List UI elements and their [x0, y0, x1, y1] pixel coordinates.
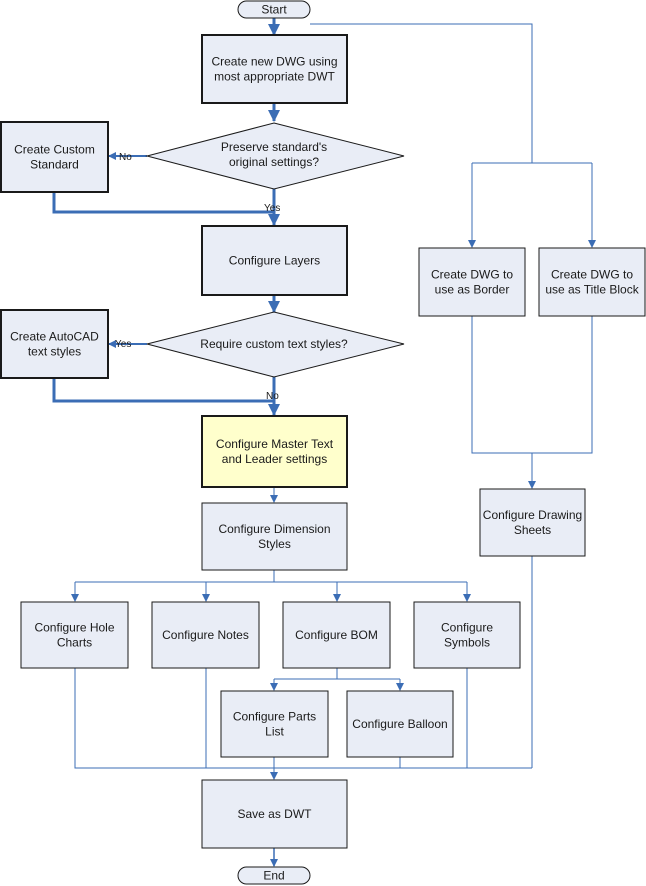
- box-configure-symbols-label-line1: Configure: [441, 621, 493, 635]
- box-create-dwg-border-label-line1: Create DWG to: [431, 268, 513, 282]
- box-create-dwg-title-block-label-line2: use as Title Block: [545, 283, 639, 297]
- connector-autocad-to-master: [52, 378, 274, 403]
- box-configure-parts-list-label-line2: List: [265, 725, 284, 739]
- box-create-dwg-title-block-shape: [538, 247, 646, 317]
- terminal-start-label: Start: [261, 3, 287, 17]
- box-configure-balloon: Configure Balloon: [346, 690, 454, 758]
- box-configure-drawing-sheets-shape: [479, 488, 586, 557]
- box-create-dwg-label-line2: most appropriate DWT: [214, 70, 335, 84]
- box-save-as-dwt-shape: [201, 779, 348, 849]
- box-configure-drawing-sheets-label-line2: Sheets: [514, 523, 551, 537]
- box-configure-layers-shape: [201, 225, 348, 296]
- box-configure-balloon-label-line1: Configure Balloon: [352, 717, 447, 731]
- box-configure-parts-list-shape: [220, 690, 329, 758]
- terminal-end-label: End: [263, 869, 284, 883]
- box-configure-hole-charts-shape: [20, 601, 129, 669]
- decision-preserve: Preserve standard's original settings?: [145, 122, 405, 190]
- box-save-as-dwt-label-line1: Save as DWT: [237, 807, 312, 821]
- box-configure-balloon-shape: [346, 690, 454, 758]
- connector-border-down: [471, 316, 593, 454]
- terminal-start: Start: [237, 0, 311, 19]
- box-configure-notes-shape: [151, 601, 260, 669]
- box-configure-master-text-label-line2: and Leader settings: [222, 452, 327, 466]
- box-create-dwg-shape: [201, 34, 348, 104]
- decision-preserve-line1: Preserve standard's: [221, 140, 327, 154]
- connector-bom-branch: [274, 668, 400, 680]
- label-yes-preserve: Yes: [264, 203, 280, 214]
- box-save-as-dwt: Save as DWT: [201, 779, 348, 849]
- connectors: [52, 18, 596, 867]
- box-create-dwg-border-label-line2: use as Border: [435, 283, 510, 297]
- box-configure-bom-label-line1: Configure BOM: [295, 628, 378, 642]
- box-configure-hole-charts-label-line2: Charts: [57, 636, 92, 650]
- label-yes-custom-text: Yes: [115, 339, 131, 350]
- box-configure-layers-label-line1: Configure Layers: [229, 254, 320, 268]
- box-configure-dimension-styles-label-line2: Styles: [258, 537, 291, 551]
- box-create-autocad-text-styles-shape: [0, 309, 109, 379]
- box-create-custom-standard-label-line2: Standard: [30, 158, 79, 172]
- connector-merge-bar: [74, 668, 532, 769]
- box-configure-notes-label-line1: Configure Notes: [162, 628, 249, 642]
- box-create-dwg-title-block-label-line1: Create DWG to: [551, 268, 633, 282]
- box-configure-drawing-sheets-label-line1: Configure Drawing: [483, 508, 582, 522]
- box-create-custom-standard-shape: [0, 121, 109, 193]
- box-create-custom-standard-label-line1: Create Custom: [14, 143, 95, 157]
- box-configure-symbols-shape: [413, 601, 521, 669]
- decision-preserve-line2: original settings?: [229, 155, 319, 169]
- box-create-autocad-text-styles-label-line2: text styles: [28, 345, 81, 359]
- box-configure-layers: Configure Layers: [201, 225, 348, 296]
- terminal-end: End: [237, 866, 311, 885]
- box-create-dwg-border-shape: [418, 247, 526, 317]
- box-configure-dimension-styles-shape: [201, 502, 348, 571]
- box-configure-master-text-shape: [201, 415, 348, 488]
- decision-custom-text-line1: Require custom text styles?: [200, 337, 348, 351]
- connector-start-to-right-branch: [310, 23, 533, 163]
- box-configure-symbols-label-line2: Symbols: [444, 636, 490, 650]
- connector-custom-standard-to-layers: [52, 192, 274, 214]
- box-create-autocad-text-styles-label-line1: Create AutoCAD: [10, 330, 99, 344]
- label-no-custom-text: No: [266, 391, 279, 402]
- box-configure-bom-shape: [282, 601, 391, 669]
- box-configure-dimension-styles-label-line1: Configure Dimension: [218, 522, 330, 536]
- box-configure-notes: Configure Notes: [151, 601, 260, 669]
- connector-dimension-branch: [75, 570, 467, 583]
- label-no-preserve: No: [119, 152, 132, 163]
- box-configure-hole-charts-label-line1: Configure Hole: [34, 621, 114, 635]
- box-create-dwg-label-line1: Create new DWG using: [211, 55, 337, 69]
- box-configure-master-text-label-line1: Configure Master Text: [216, 437, 334, 451]
- box-configure-bom: Configure BOM: [282, 601, 391, 669]
- decision-custom-text: Require custom text styles?: [146, 311, 405, 378]
- box-configure-parts-list-label-line1: Configure Parts: [233, 710, 316, 724]
